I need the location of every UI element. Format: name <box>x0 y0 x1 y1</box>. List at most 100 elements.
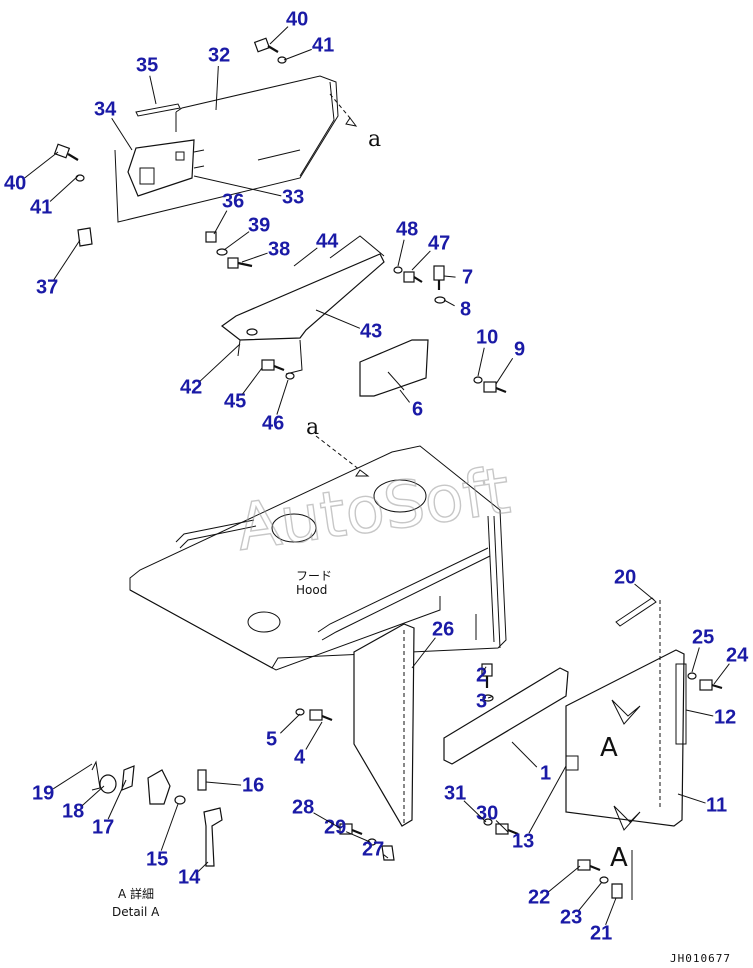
callout-8: 8 <box>460 298 471 320</box>
hood-assembly <box>129 435 507 671</box>
callout-21: 21 <box>590 922 612 944</box>
drawing-code: JH010677 <box>670 952 731 965</box>
leader-4 <box>305 721 323 750</box>
callout-30: 30 <box>476 802 498 824</box>
callout-24: 24 <box>726 644 749 666</box>
leader-28 <box>313 812 341 829</box>
callout-33: 33 <box>282 186 304 208</box>
callout-7: 7 <box>462 266 473 288</box>
callout-15: 15 <box>146 848 168 870</box>
callout-38: 38 <box>268 238 290 260</box>
callout-3: 3 <box>476 690 487 712</box>
leader-6 <box>399 389 410 403</box>
callout-26: 26 <box>432 618 454 640</box>
callout-1: 1 <box>540 762 551 784</box>
callout-39: 39 <box>248 214 270 236</box>
leader-47 <box>411 250 431 271</box>
leader-7 <box>443 275 456 278</box>
detail-a-latch <box>91 760 223 867</box>
leader-12 <box>685 709 714 717</box>
callout-leaders <box>24 26 730 925</box>
leader-27 <box>383 854 389 859</box>
callout-4: 4 <box>294 746 306 768</box>
hood-label-en: Hood <box>296 583 327 597</box>
callout-23: 23 <box>560 906 582 928</box>
leader-16 <box>205 781 242 786</box>
leader-41 <box>49 175 79 202</box>
ref-a-detail: A <box>610 843 628 873</box>
leader-1 <box>511 741 538 768</box>
callout-12: 12 <box>714 706 736 728</box>
leader-14 <box>197 861 209 872</box>
leader-46 <box>276 379 289 415</box>
leader-15 <box>160 803 179 851</box>
callout-34: 34 <box>94 98 117 120</box>
callout-47: 47 <box>428 232 450 254</box>
leader-18 <box>81 785 105 806</box>
leader-36 <box>213 210 228 235</box>
leader-34 <box>111 118 133 151</box>
callout-6: 6 <box>412 398 423 420</box>
leader-30 <box>495 820 509 833</box>
leader-2 <box>483 666 487 671</box>
callout-2: 2 <box>476 664 487 686</box>
callout-20: 20 <box>614 566 636 588</box>
detail-label-jp: A 詳細 <box>118 886 154 901</box>
leader-40 <box>269 26 289 45</box>
callout-32: 32 <box>208 44 230 66</box>
callout-41: 41 <box>312 34 334 56</box>
callout-42: 42 <box>180 376 202 398</box>
callout-41: 41 <box>30 196 52 218</box>
leader-35 <box>149 75 157 105</box>
leader-23 <box>578 881 603 911</box>
leader-3 <box>487 696 492 699</box>
leader-39 <box>223 231 250 251</box>
leader-9 <box>495 357 514 385</box>
leader-37 <box>53 239 81 281</box>
callout-40: 40 <box>286 8 308 30</box>
leader-29 <box>345 831 371 843</box>
leader-20 <box>634 583 655 601</box>
callout-13: 13 <box>512 830 534 852</box>
callout-9: 9 <box>514 338 525 360</box>
leader-10 <box>477 347 485 377</box>
callout-10: 10 <box>476 326 498 348</box>
watermark: AutoSoft <box>232 454 514 566</box>
callout-36: 36 <box>222 190 244 212</box>
callout-46: 46 <box>262 412 284 434</box>
hood-label-jp: フード <box>296 569 332 583</box>
leader-45 <box>242 367 263 395</box>
leader-31 <box>463 800 487 823</box>
callout-45: 45 <box>224 390 246 412</box>
ref-a-door: A <box>600 733 618 763</box>
leader-13 <box>528 765 567 834</box>
leader-19 <box>52 763 93 790</box>
upper-bracket-assembly <box>53 37 507 397</box>
leader-5 <box>280 713 301 734</box>
side-covers <box>295 597 723 900</box>
callout-40: 40 <box>4 172 26 194</box>
leader-41 <box>283 48 312 61</box>
leader-25 <box>691 647 700 673</box>
ref-a-hood: a <box>306 415 319 440</box>
callout-16: 16 <box>242 774 264 796</box>
leader-42 <box>199 343 241 382</box>
leader-21 <box>605 897 617 925</box>
callout-18: 18 <box>62 800 84 822</box>
callout-28: 28 <box>292 796 314 818</box>
leader-26 <box>411 637 436 669</box>
detail-label-en: Detail A <box>112 905 160 919</box>
callout-44: 44 <box>316 230 339 252</box>
leader-44 <box>293 247 318 267</box>
callout-19: 19 <box>32 782 54 804</box>
callout-27: 27 <box>362 838 384 860</box>
leader-22 <box>548 865 581 893</box>
leader-11 <box>677 793 706 804</box>
callout-35: 35 <box>136 54 158 76</box>
callout-31: 31 <box>444 782 466 804</box>
callout-43: 43 <box>360 320 382 342</box>
leader-17 <box>107 779 127 820</box>
callout-48: 48 <box>396 218 418 240</box>
ref-a-upper: a <box>368 127 381 152</box>
